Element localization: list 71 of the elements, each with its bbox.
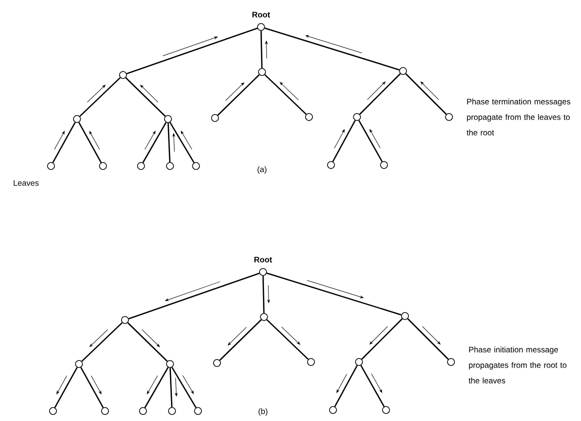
tree-node [447, 358, 455, 366]
tree-node [380, 161, 388, 169]
tree-edge [332, 120, 356, 162]
node-label: Root [254, 256, 272, 262]
tree-edge [80, 367, 104, 408]
tree-edge [171, 367, 197, 408]
tree-edge [79, 77, 121, 117]
tree-edge [219, 319, 262, 361]
tree-edge [81, 322, 123, 362]
tree-edge [264, 28, 400, 70]
tree-node [49, 407, 57, 415]
tree-node [75, 360, 83, 368]
tree-edge [264, 74, 307, 115]
note: Phase initiation message propagates from the root to the leaves [468, 346, 566, 384]
tree-edge [260, 30, 263, 68]
tree-edge [78, 122, 102, 163]
tree-node [213, 359, 221, 367]
tree-node [137, 162, 145, 170]
tree-node [329, 406, 337, 414]
tree-node [168, 407, 176, 415]
tree-edge [126, 28, 258, 74]
tree-edge [217, 74, 260, 116]
tree-edge [405, 73, 447, 115]
tree-edge [54, 367, 78, 408]
tree-node [305, 113, 313, 121]
tree-edge [142, 122, 167, 163]
tree-edge [128, 272, 260, 320]
tree-node [307, 358, 315, 366]
tree-node [353, 113, 361, 121]
tree-node [47, 162, 55, 170]
tree-edge [334, 365, 358, 407]
tree-edge [127, 322, 168, 362]
tree-edge [266, 272, 402, 316]
tree-node [445, 113, 453, 121]
tree-edge [359, 73, 401, 115]
tree-node [139, 407, 147, 415]
tree-edge [361, 318, 403, 360]
tree-node [73, 115, 81, 123]
tree-node [121, 316, 129, 324]
tree-edge [407, 318, 449, 360]
tree-edge [168, 122, 170, 162]
tree-node [399, 67, 407, 75]
tree-node [166, 360, 174, 368]
tree-edge [266, 319, 309, 360]
tree-edge [360, 365, 385, 407]
side-label: Leaves [14, 180, 39, 186]
tree-node [166, 162, 174, 170]
tree-edge [170, 368, 172, 408]
tree-edge [125, 77, 166, 117]
tree-edge [52, 122, 76, 163]
tree-node [211, 114, 219, 122]
tree-node [382, 406, 390, 414]
tree-edge [262, 276, 265, 314]
tree-node [119, 71, 127, 79]
panel-label: (b) [258, 408, 268, 416]
tree-node [260, 313, 268, 321]
tree-edge [169, 122, 195, 163]
node-label: Root [252, 12, 270, 18]
note: Phase termination messages propagate from the leaves to the root [466, 98, 570, 136]
tree-node [192, 162, 200, 170]
tree-edge [144, 367, 169, 408]
tree-node [327, 161, 335, 169]
tree-node [99, 162, 107, 170]
tree-edge [358, 120, 383, 162]
tree-node [164, 115, 172, 123]
panel-label: (a) [258, 166, 266, 174]
tree-node [258, 68, 266, 76]
tree-node [355, 358, 363, 366]
tree-node [101, 407, 109, 415]
tree-node [401, 312, 409, 320]
tree-node [194, 407, 202, 415]
